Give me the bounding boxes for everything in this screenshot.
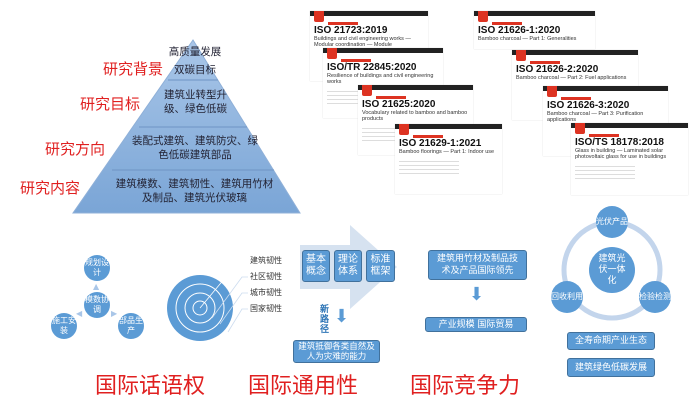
label-content: 研究内容 [20,179,81,197]
node-planning: 规划设计 [84,255,110,281]
node-recycling: 回收利用 [551,281,583,313]
level-national: 国家韧性 [250,304,282,313]
tier-carbon: 双碳目标 [174,64,216,76]
arrow-down-icon: ⬇ [334,306,350,327]
resilience-rings [167,259,248,341]
tier-direction: 装配式建筑、建筑防灾、绿色低碳建筑部品 [132,135,258,161]
arrow-right-icon: ▶ [111,309,118,318]
pyramid [72,39,301,214]
node-pv-products: 光伏产品 [596,206,628,238]
level-community: 社区韧性 [250,272,282,281]
label-direction: 研究方向 [45,140,106,158]
node-testing: 检验检测 [639,281,671,313]
arrow-down-icon: ⬇ [469,284,485,305]
label-background: 研究背景 [103,60,164,78]
iso-logo-icon [547,86,557,97]
arrow-left-icon: ◀ [76,309,83,318]
level-building: 建筑韧性 [250,256,282,265]
step-theory: 理论体系 [334,250,362,282]
iso-logo-icon [327,48,337,59]
iso-logo-icon [575,123,585,134]
title-universality: 国际通用性 [248,374,359,399]
iso-logo-icon [478,11,488,22]
outcome-green: 建筑绿色低碳发展 [567,358,655,377]
industry-box: 产业规模 国际贸易 [425,317,527,332]
title-discourse: 国际话语权 [95,374,206,399]
new-path-label: 新路径 [320,305,330,335]
label-goal: 研究目标 [80,95,141,113]
iso-logo-icon [314,11,324,22]
tier-transformation: 建筑业转型升级、绿色低碳 [164,89,227,115]
level-city: 城市韧性 [250,288,282,297]
arrow-up-icon: ▲ [93,282,100,291]
node-production: 部品生产 [118,313,144,339]
outcome-lifecycle: 全寿命期产业生态 [567,332,655,350]
lead-box: 建筑用竹材及制品技术及产品国际领先 [428,250,527,280]
iso-logo-icon [399,124,409,135]
pv-center: 建筑光伏一体化 [589,247,635,293]
result-box: 建筑抵御各类自然及人为灾难的能力 [293,340,380,363]
step-concepts: 基本概念 [302,250,330,282]
tier-quality: 高质量发展 [168,46,222,58]
iso-logo-icon [516,50,526,61]
node-construction: 施工安装 [51,313,77,339]
step-framework: 标准框架 [366,250,395,282]
title-competitiveness: 国际竞争力 [410,374,521,399]
iso-logo-icon [362,85,372,96]
node-modular: 模数协调 [84,292,110,318]
tier-content: 建筑模数、建筑韧性、建筑用竹材及制品、建筑光伏玻璃 [115,178,274,204]
